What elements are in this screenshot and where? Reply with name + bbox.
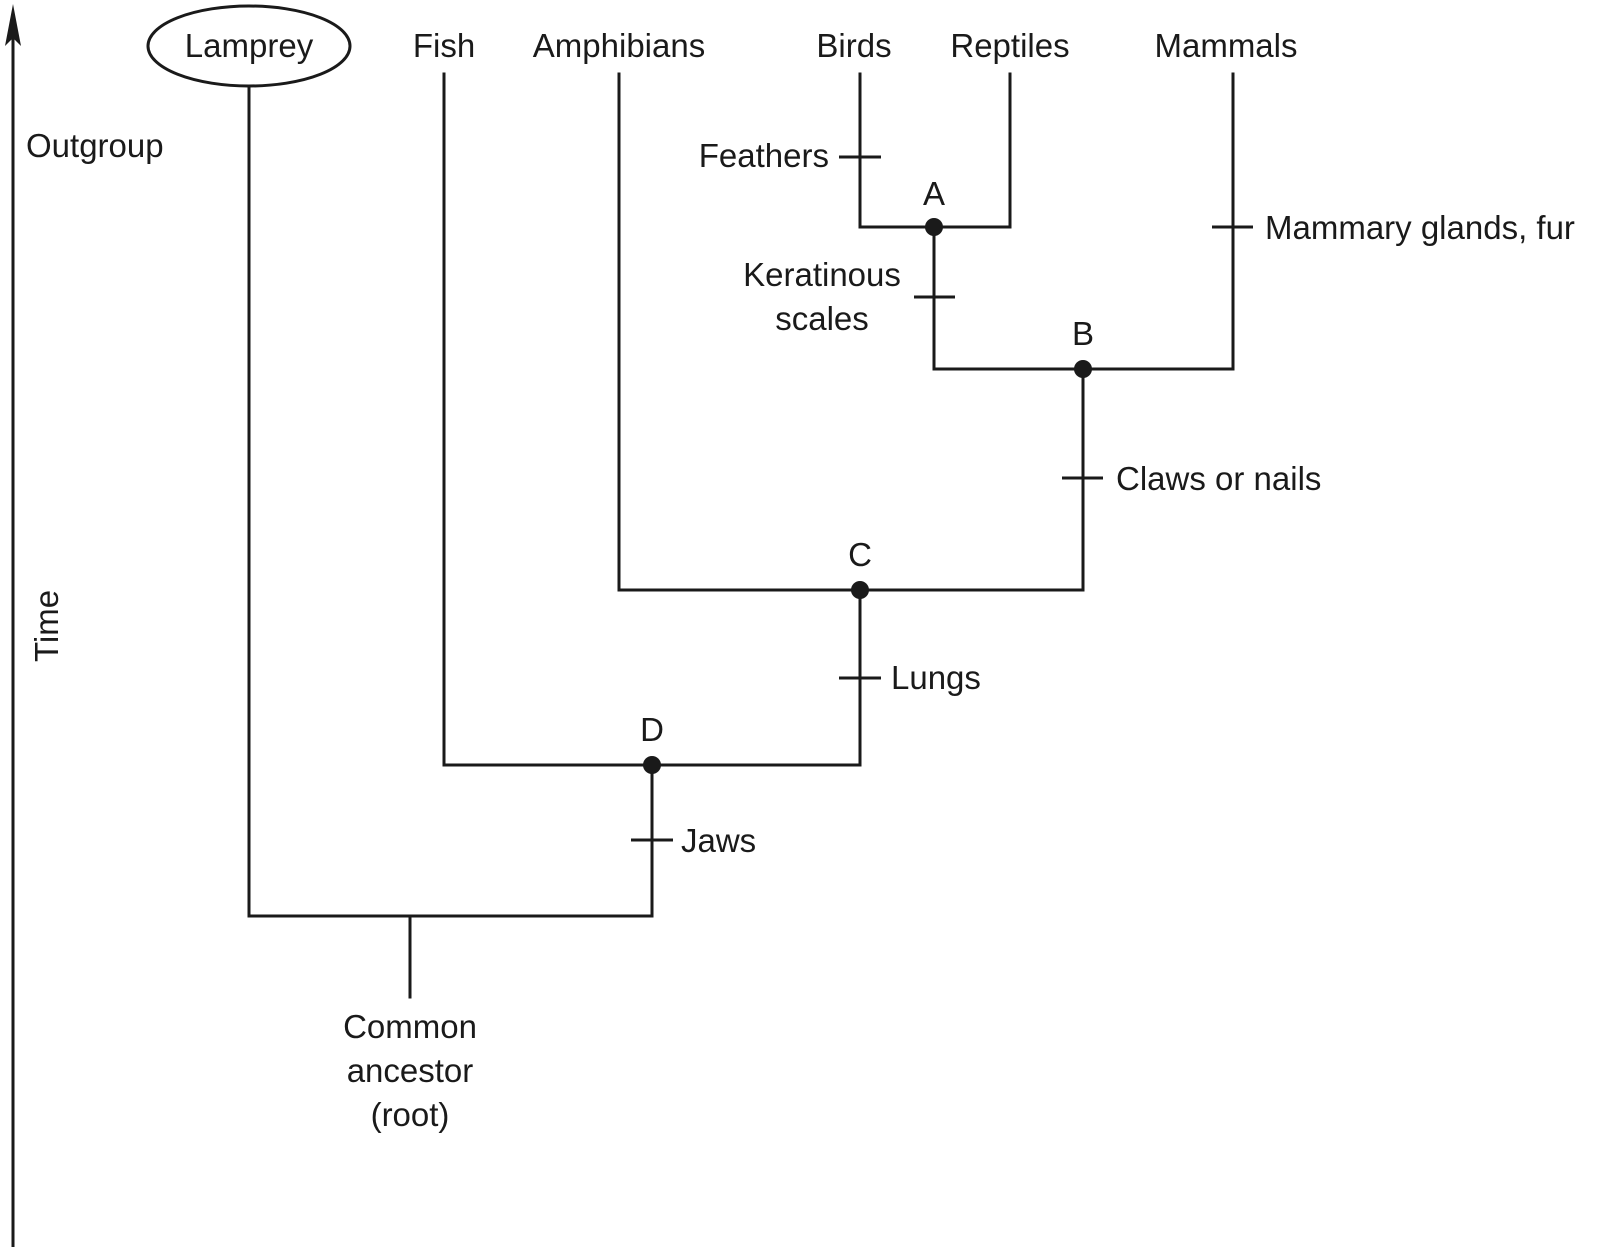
trait-feathers: Feathers (699, 137, 829, 174)
node-c-dot (851, 581, 869, 599)
node-d-label: D (640, 711, 664, 748)
outgroup-label: Outgroup (26, 127, 164, 164)
root-label-line1: Common (343, 1008, 477, 1045)
node-a-label: A (923, 175, 945, 212)
node-c-label: C (848, 536, 872, 573)
trait-lungs: Lungs (891, 659, 981, 696)
trait-keratinous-line2: scales (775, 300, 869, 337)
taxon-reptiles: Reptiles (950, 27, 1069, 64)
taxon-amphibians: Amphibians (533, 27, 705, 64)
node-b-label: B (1072, 315, 1094, 352)
trait-claws-or-nails: Claws or nails (1116, 460, 1321, 497)
node-c: C (848, 536, 872, 599)
trait-keratinous-line1: Keratinous (743, 256, 901, 293)
root-label-line3: (root) (371, 1096, 450, 1133)
node-a-dot (925, 218, 943, 236)
time-axis-arrowhead-icon (5, 4, 21, 46)
trait-mammary-glands: Mammary glands, fur (1265, 209, 1575, 246)
taxon-lamprey: Lamprey (185, 27, 314, 64)
root-label-line2: ancestor (347, 1052, 474, 1089)
node-b-dot (1074, 360, 1092, 378)
node-d: D (640, 711, 664, 774)
trait-jaws: Jaws (681, 822, 756, 859)
node-a: A (923, 175, 945, 236)
taxon-birds: Birds (816, 27, 891, 64)
trait-ticks (631, 155, 1253, 842)
time-axis-label: Time (28, 590, 65, 662)
node-b: B (1072, 315, 1094, 378)
taxon-mammals: Mammals (1154, 27, 1297, 64)
taxon-fish: Fish (413, 27, 475, 64)
time-axis: Time (5, 4, 65, 1247)
node-d-dot (643, 756, 661, 774)
